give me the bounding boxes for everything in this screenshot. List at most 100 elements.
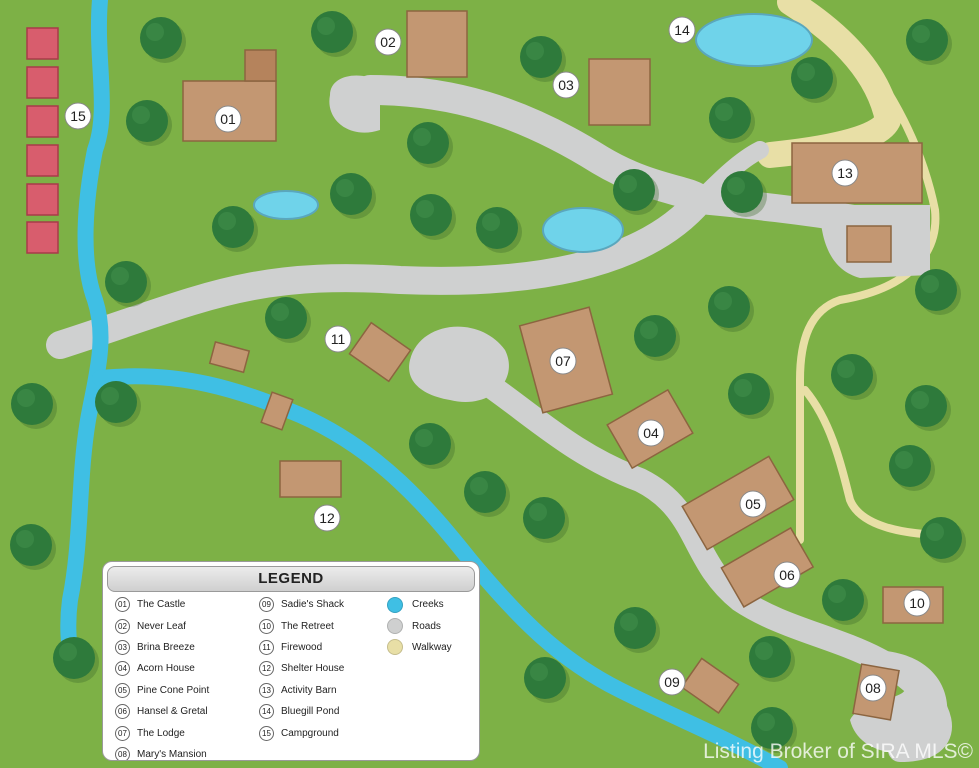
road-swatch: [387, 618, 403, 635]
legend-item: 15 Campground: [259, 722, 344, 743]
svg-text:15: 15: [70, 108, 86, 124]
road-loop: [850, 650, 948, 754]
legend-number: 07: [115, 725, 130, 741]
legend-column-3: Creeks Roads Walkway: [387, 594, 452, 658]
svg-text:13: 13: [837, 165, 853, 181]
legend-label: Brina Breeze: [137, 641, 195, 653]
legend-number: 06: [115, 704, 130, 720]
legend-item: 01 The Castle: [115, 594, 209, 615]
legend-label: Hansel & Gretal: [137, 706, 208, 718]
marker-15: 15: [64, 102, 92, 130]
marker-03: 03: [552, 71, 580, 99]
marker-07: 07: [549, 347, 577, 375]
legend-label: Creeks: [412, 599, 444, 611]
marker-14: 14: [668, 16, 696, 44]
legend-item: 11 Firewood: [259, 637, 344, 658]
svg-text:02: 02: [380, 34, 396, 50]
legend-label: Activity Barn: [281, 684, 337, 696]
legend-number: 01: [115, 597, 130, 613]
legend-label: Pine Cone Point: [137, 684, 210, 696]
marker-01: 01: [214, 105, 242, 133]
legend-label: Campground: [281, 727, 339, 739]
marker-04: 04: [637, 419, 665, 447]
building-01-tower: [244, 49, 277, 82]
legend-item: 02 Never Leaf: [115, 615, 209, 636]
marker-09: 09: [658, 668, 686, 696]
building-02-never-leaf: [406, 10, 468, 78]
road-cul-de-sac: [329, 75, 380, 133]
campground-sites: [26, 27, 59, 254]
road-roundabout: [409, 326, 509, 402]
legend-item: 13 Activity Barn: [259, 680, 344, 701]
pond-center: [542, 207, 624, 253]
legend-label: Bluegill Pond: [281, 706, 340, 718]
legend-number: 08: [115, 746, 130, 760]
svg-text:12: 12: [319, 510, 335, 526]
svg-text:03: 03: [558, 77, 574, 93]
pond-west: [253, 190, 319, 220]
footbridge: [260, 391, 294, 431]
svg-text:14: 14: [674, 22, 690, 38]
marker-06: 06: [773, 561, 801, 589]
legend-number: 12: [259, 661, 274, 677]
markers: 01 02 03 04 05 06 07 08 09 10 11 12 13 1…: [64, 16, 931, 702]
marker-05: 05: [739, 490, 767, 518]
legend-label: Walkway: [412, 641, 452, 653]
legend-column-1: 01 The Castle 02 Never Leaf 03 Brina Breeze…: [115, 594, 209, 760]
building-05-pine-cone-point: [681, 455, 795, 551]
legend-number: 15: [259, 725, 274, 741]
legend-item: 12 Shelter House: [259, 658, 344, 679]
building-barn-annex: [846, 225, 892, 263]
marker-08: 08: [859, 674, 887, 702]
legend-item: 03 Brina Breeze: [115, 637, 209, 658]
legend-number: 04: [115, 661, 130, 677]
legend-number: 10: [259, 618, 274, 634]
legend-number: 03: [115, 639, 130, 655]
legend-number: 11: [259, 639, 274, 655]
svg-text:06: 06: [779, 567, 795, 583]
creek-swatch: [387, 596, 403, 613]
building-09-sadies-shack: [680, 657, 740, 714]
marker-12: 12: [313, 504, 341, 532]
legend-item: 10 The Retreet: [259, 615, 344, 636]
legend-label: The Castle: [137, 599, 186, 611]
marker-02: 02: [374, 28, 402, 56]
svg-text:10: 10: [909, 595, 925, 611]
legend-number: 05: [115, 682, 130, 698]
svg-text:04: 04: [643, 425, 659, 441]
legend-label: The Retreet: [281, 620, 334, 632]
legend-item: 14 Bluegill Pond: [259, 701, 344, 722]
svg-text:11: 11: [331, 331, 346, 347]
legend-label: Firewood: [281, 641, 323, 653]
building-11-firewood: [348, 321, 412, 383]
legend-number: 13: [259, 682, 274, 698]
legend-label: Sadie's Shack: [281, 599, 345, 611]
svg-text:07: 07: [555, 353, 571, 369]
watermark: Listing Broker of SIRA MLS©: [703, 740, 973, 763]
svg-text:05: 05: [745, 496, 761, 512]
legend-item: 05 Pine Cone Point: [115, 680, 209, 701]
svg-text:09: 09: [664, 674, 680, 690]
marker-13: 13: [831, 159, 859, 187]
legend-number: 02: [115, 618, 130, 634]
pond-bluegill: [695, 13, 813, 67]
marker-10: 10: [903, 589, 931, 617]
building-shed: [208, 341, 251, 374]
marker-11: 11: [324, 325, 352, 353]
legend-key-creeks: Creeks: [387, 594, 452, 615]
building-12-shelter-house: [279, 460, 342, 498]
legend-key-roads: Roads: [387, 615, 452, 636]
creek: [60, 0, 788, 768]
svg-text:01: 01: [220, 111, 236, 127]
svg-text:08: 08: [865, 680, 881, 696]
legend-label: Shelter House: [281, 663, 345, 675]
legend-number: 14: [259, 704, 274, 720]
building-06-hansel-gretal: [720, 526, 815, 608]
legend-label: Never Leaf: [137, 620, 186, 632]
walkway-swatch: [387, 639, 403, 656]
legend-label: Acorn House: [137, 663, 195, 675]
